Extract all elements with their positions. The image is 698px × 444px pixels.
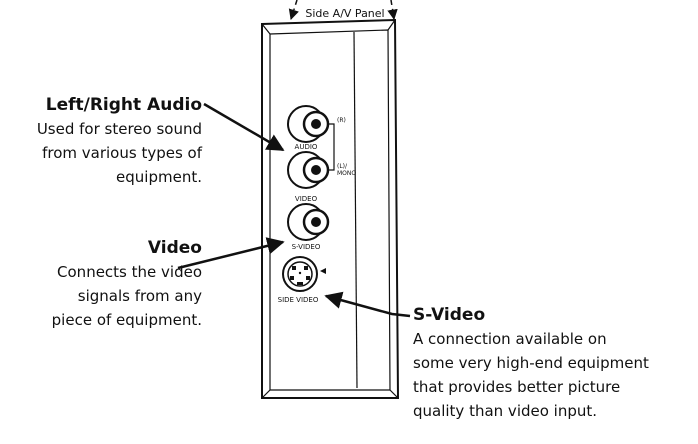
svideo-jack	[282, 256, 318, 292]
audio-callout-line: equipment.	[116, 168, 202, 186]
svideo-jack-label: S-VIDEO	[292, 243, 321, 251]
svideo-callout-line: that provides better picture	[413, 378, 621, 396]
audio-callout-line: from various types of	[42, 144, 202, 162]
video-callout-title: Video	[147, 238, 202, 258]
panel-pointer-arrows	[288, 0, 398, 21]
panel-title: Side A/V Panel	[305, 7, 384, 20]
video-jack	[287, 203, 330, 241]
right-channel-label: (R)	[337, 117, 346, 124]
svideo-callout-line: some very high-end equipment	[413, 354, 649, 372]
audio-label: AUDIO	[295, 143, 318, 151]
audio-bracket	[328, 123, 335, 171]
video-callout-line: signals from any	[77, 287, 202, 305]
audio-callout-title: Left/Right Audio	[45, 95, 202, 115]
side-video-label: SIDE VIDEO	[278, 296, 319, 304]
video-callout-arrow	[177, 237, 285, 270]
side-panel	[261, 18, 400, 399]
audio-left-jack	[287, 151, 330, 189]
audio-callout-arrow	[203, 102, 285, 152]
audio-callout: Left/Right Audio Used for stereo sound f…	[37, 93, 202, 189]
audio-callout-line: Used for stereo sound	[36, 120, 202, 138]
video-jack-label: VIDEO	[295, 195, 318, 203]
left-mono-label-1: (L)/	[337, 163, 348, 170]
audio-right-jack	[287, 105, 330, 143]
svideo-callout-arrow	[324, 291, 411, 318]
video-callout-line: piece of equipment.	[51, 311, 202, 329]
left-mono-label-2: MONO	[337, 170, 356, 177]
svideo-callout-line: quality than video input.	[413, 402, 598, 420]
svideo-indicator-triangle	[320, 268, 326, 274]
svideo-callout: S-Video A connection available on some v…	[413, 303, 649, 423]
svideo-callout-line: A connection available on	[413, 330, 607, 348]
svideo-callout-title: S-Video	[413, 305, 486, 325]
video-callout: Video Connects the video signals from an…	[52, 236, 202, 332]
video-callout-line: Connects the video	[57, 263, 202, 281]
